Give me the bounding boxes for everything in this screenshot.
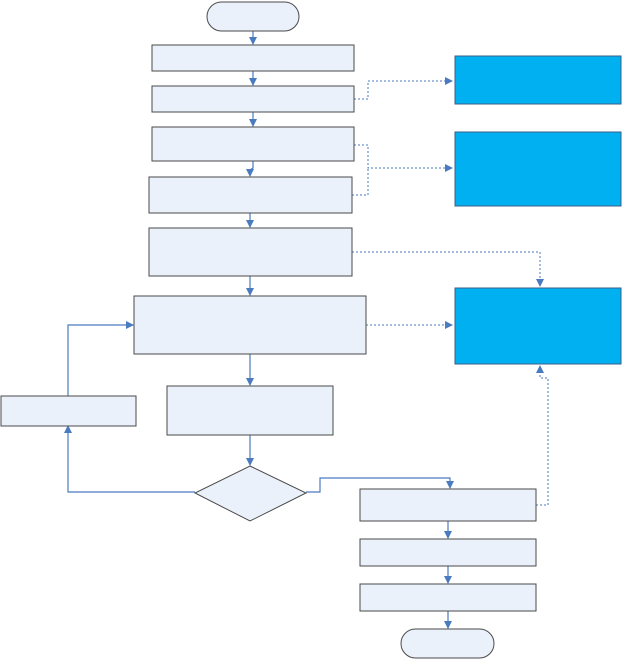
dotted-step3-note2: [354, 144, 453, 172]
terminal-start: [206, 1, 300, 32]
process-branch-2: [359, 538, 537, 567]
process-step-7: [166, 385, 334, 436]
process-step-3: [151, 126, 355, 162]
process-step-2: [151, 85, 355, 113]
process-step-1: [151, 44, 355, 72]
dotted-step2-note1: [354, 77, 453, 100]
connector-loop-step6: [67, 321, 134, 396]
dotted-step5-note3: [352, 251, 544, 287]
connector-step3-step4: [246, 161, 254, 177]
solid-connectors: [64, 31, 454, 629]
note-box-2: [454, 131, 622, 207]
note-box-1: [454, 55, 622, 105]
connector-decision-loop: [64, 425, 195, 493]
terminal-end: [400, 628, 495, 659]
dotted-connectors: [352, 77, 549, 506]
process-step-4: [148, 176, 353, 214]
decision-diamond: [193, 465, 308, 522]
connector-decision-branch1: [306, 477, 454, 493]
note-box-3: [454, 287, 622, 365]
process-step-6: [133, 295, 367, 355]
dotted-step4-note2: [352, 168, 369, 196]
process-branch-3: [359, 583, 537, 612]
dotted-branch1-note3: [536, 365, 549, 506]
process-loop-step: [0, 395, 137, 427]
process-step-5: [148, 227, 353, 277]
process-branch-1: [359, 488, 537, 522]
